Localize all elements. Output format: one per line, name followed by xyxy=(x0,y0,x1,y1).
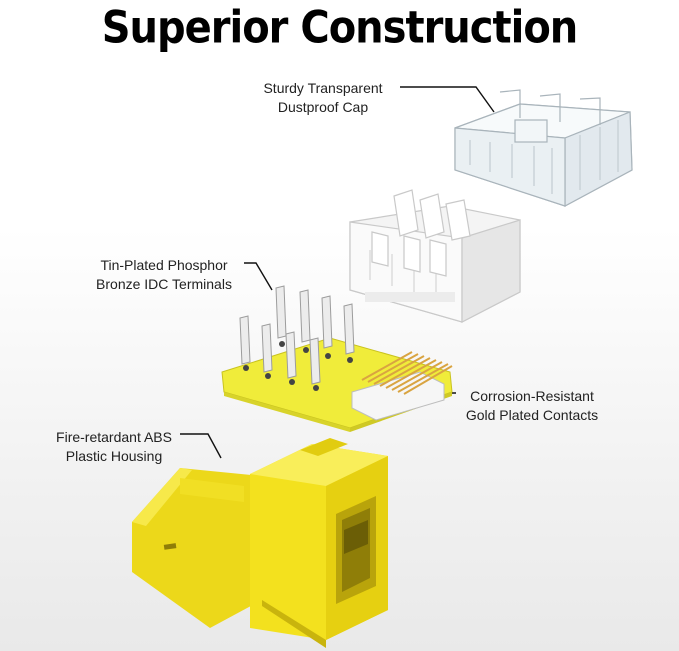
callout-contacts: Corrosion-Resistant Gold Plated Contacts xyxy=(456,387,608,425)
callout-cap-line2: Dustproof Cap xyxy=(277,99,369,115)
callout-terminals: Tin-Plated Phosphor Bronze IDC Terminals xyxy=(80,256,248,294)
yellow-keystone-housing-illustration xyxy=(132,438,388,648)
callout-housing-line2: Plastic Housing xyxy=(65,448,163,464)
callout-contacts-line2: Gold Plated Contacts xyxy=(465,407,599,423)
pcb-terminals-illustration xyxy=(221,285,453,432)
leader-cap xyxy=(400,86,495,113)
leader-terminals xyxy=(244,262,273,291)
callout-terminals-line2: Bronze IDC Terminals xyxy=(96,276,232,292)
callout-cap-line1: Sturdy Transparent xyxy=(263,80,383,96)
callout-terminals-line1: Tin-Plated Phosphor xyxy=(100,257,228,273)
callout-cap: Sturdy Transparent Dustproof Cap xyxy=(248,79,398,117)
leader-housing xyxy=(180,433,222,459)
clear-cap-illustration xyxy=(454,89,633,208)
gold-contacts xyxy=(361,351,453,395)
callout-contacts-line1: Corrosion-Resistant xyxy=(470,388,594,404)
white-idc-block-illustration xyxy=(349,189,521,323)
page-title: Superior Construction xyxy=(101,2,579,54)
callout-housing-line1: Fire-retardant ABS xyxy=(56,429,172,445)
callout-housing: Fire-retardant ABS Plastic Housing xyxy=(40,428,188,466)
